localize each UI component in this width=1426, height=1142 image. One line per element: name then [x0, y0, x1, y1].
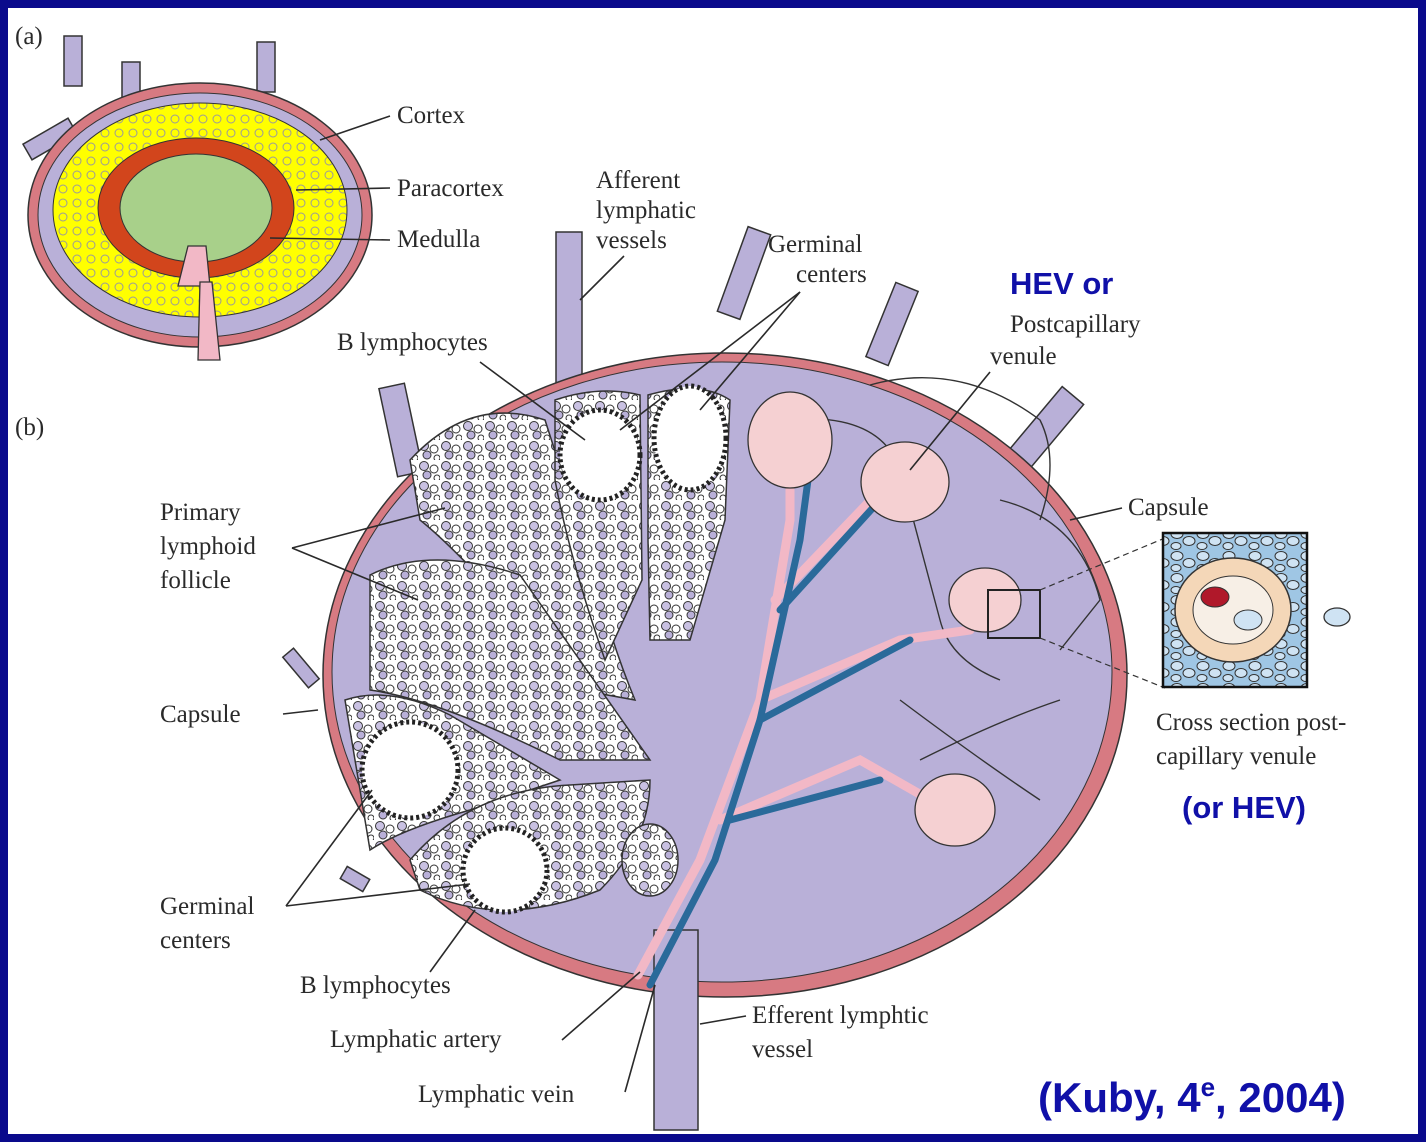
efferent-label-1: Efferent lymphtic — [752, 1002, 929, 1029]
hev-4 — [915, 774, 995, 846]
diagram-frame: (a) (b) Cortex Paracortex Medulla Affere… — [8, 8, 1418, 1134]
paracortex-label: Paracortex — [397, 175, 504, 202]
medulla-label: Medulla — [397, 226, 480, 253]
cross-section-label-2: capillary venule — [1156, 743, 1316, 770]
b-lymphocytes-bottom-label: B lymphocytes — [300, 972, 451, 999]
cross-section-label-1: Cross section post- — [1156, 709, 1346, 736]
lymph-node-diagram: (a) (b) Cortex Paracortex Medulla Affere… — [8, 8, 1418, 1134]
panel-a-node — [23, 36, 372, 360]
afferent-label-1: Afferent — [596, 167, 680, 194]
capsule-left-label: Capsule — [160, 701, 241, 728]
germinal-top-label-2: centers — [796, 261, 867, 288]
panel-b-label: (b) — [15, 414, 44, 441]
hev-1 — [748, 392, 832, 488]
b-lymphocytes-top-label: B lymphocytes — [337, 329, 488, 356]
afferent-label-3: vessels — [596, 227, 667, 254]
primary-follicle-label-1: Primary — [160, 499, 241, 526]
germinal-center-4 — [463, 828, 547, 912]
germinal-center-2 — [654, 386, 726, 490]
lymphatic-vein-label: Lymphatic vein — [418, 1081, 575, 1108]
lymphatic-artery-label: Lymphatic artery — [330, 1026, 502, 1053]
germinal-top-label-1: Germinal — [768, 231, 862, 258]
cortex-label: Cortex — [397, 102, 466, 129]
germinal-center-3 — [362, 722, 458, 818]
efferent-label-2: vessel — [752, 1036, 813, 1063]
vessel-a3 — [257, 42, 275, 92]
postcapillary-label-1: Postcapillary — [1010, 311, 1141, 338]
citation: (Kuby, 4e, 2004) — [1038, 1072, 1346, 1121]
primary-follicle-label-2: lymphoid — [160, 533, 256, 560]
hev-title: HEV or — [1010, 266, 1113, 301]
afferent-vessel-3 — [866, 282, 918, 365]
afferent-vessel-2 — [717, 227, 770, 320]
hev-2 — [861, 442, 949, 522]
afferent-label-2: lymphatic — [596, 197, 696, 224]
germinal-bottom-label-2: centers — [160, 927, 231, 954]
postcapillary-label-2: venule — [990, 343, 1057, 370]
panel-a-label: (a) — [15, 23, 43, 50]
hev-3 — [949, 568, 1021, 632]
primary-follicle-label-3: follicle — [160, 567, 231, 594]
vessel-a1 — [64, 36, 82, 86]
or-hev-label: (or HEV) — [1182, 790, 1306, 825]
germinal-bottom-label-1: Germinal — [160, 893, 254, 920]
capsule-right-label: Capsule — [1128, 494, 1209, 521]
